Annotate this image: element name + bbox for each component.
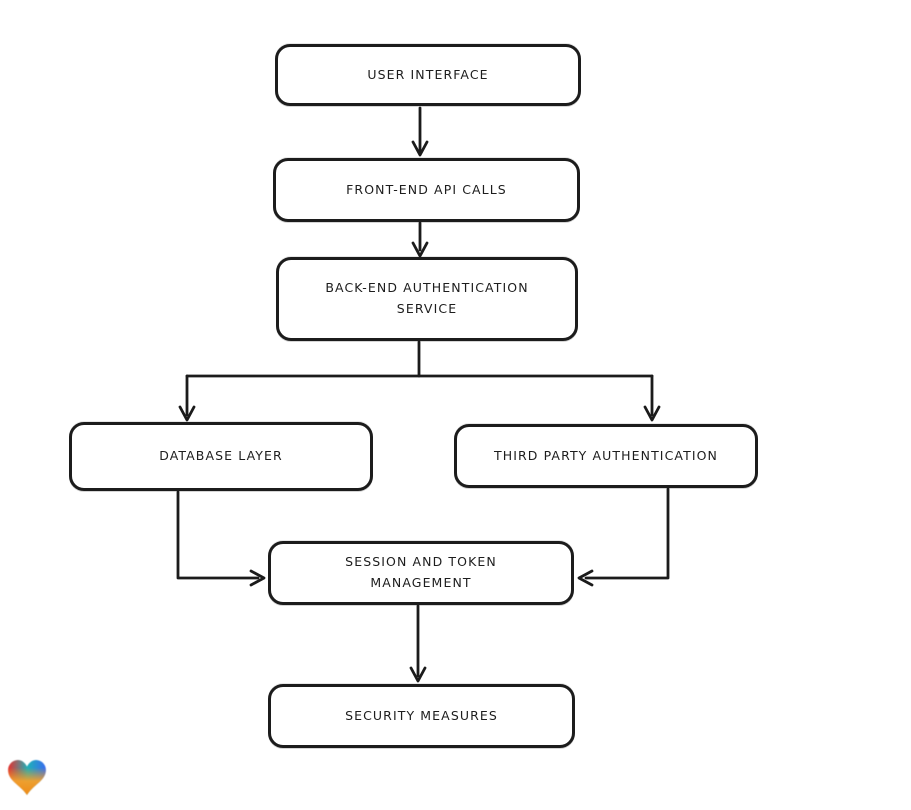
lovable-badge[interactable] — [6, 758, 48, 800]
edge-ui-to-api — [411, 106, 429, 157]
node-session-and-token-management-label: SESSION AND TOKEN MANAGEMENT — [345, 554, 497, 590]
node-database-layer: DATABASE LAYER — [69, 422, 373, 491]
node-front-end-api-calls: FRONT-END API CALLS — [273, 158, 580, 222]
edge-database-to-session — [176, 490, 266, 587]
node-session-and-token-management: SESSION AND TOKEN MANAGEMENT — [268, 541, 574, 605]
node-front-end-api-calls-label: FRONT-END API CALLS — [346, 181, 507, 197]
edge-session-to-security — [409, 604, 427, 683]
heart-icon — [8, 759, 46, 799]
node-security-measures-label: SECURITY MEASURES — [345, 707, 498, 723]
edge-thirdparty-to-session — [577, 487, 670, 587]
node-third-party-authentication: THIRD PARTY AUTHENTICATION — [454, 424, 758, 488]
node-database-layer-label: DATABASE LAYER — [159, 448, 283, 464]
node-user-interface: USER INTERFACE — [275, 44, 581, 106]
node-user-interface-label: USER INTERFACE — [367, 66, 489, 82]
edge-backend-branch — [178, 340, 661, 422]
node-security-measures: SECURITY MEASURES — [268, 684, 575, 748]
edge-api-to-backend — [411, 221, 429, 258]
node-third-party-authentication-label: THIRD PARTY AUTHENTICATION — [493, 447, 719, 463]
node-back-end-authentication-service-label: BACK-END AUTHENTICATION SERVICE — [325, 280, 529, 316]
node-back-end-authentication-service: BACK-END AUTHENTICATION SERVICE — [276, 257, 578, 341]
